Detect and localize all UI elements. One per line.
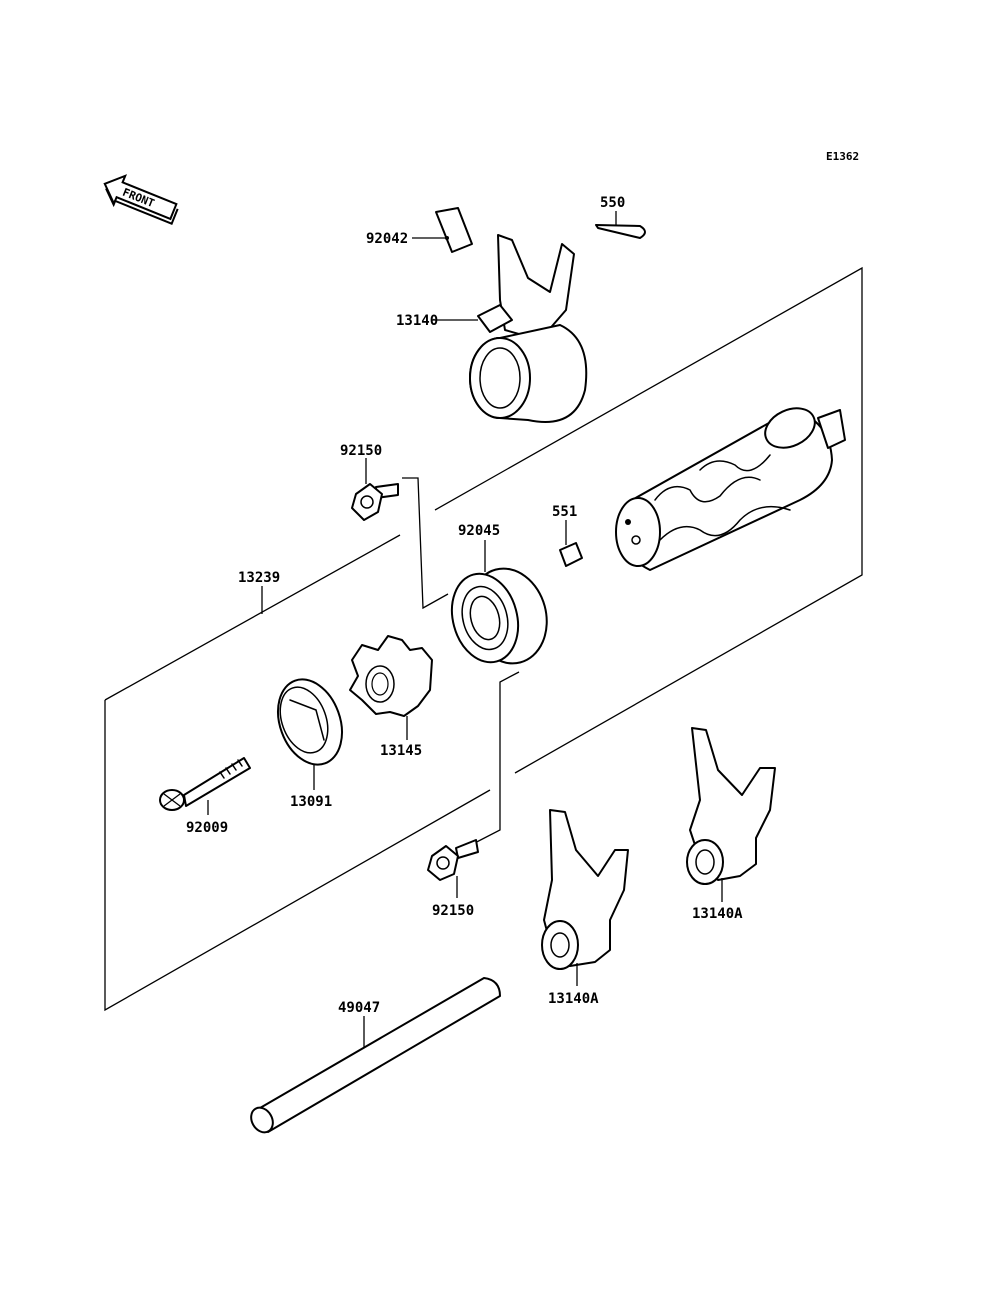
label-13239: 13239	[238, 570, 280, 586]
part-13140-shift-fork: 13140	[396, 234, 588, 423]
part-13145-cam: 13145	[349, 635, 433, 759]
front-arrow-icon: FRONT	[103, 174, 179, 226]
label-551: 551	[552, 504, 577, 520]
part-49047-shaft: 49047	[250, 977, 501, 1134]
label-13091: 13091	[290, 794, 332, 810]
label-92150-bottom: 92150	[432, 903, 474, 919]
assembly-lines	[104, 266, 863, 1012]
diagram-code: E1362	[826, 150, 859, 163]
label-92045: 92045	[458, 523, 500, 539]
label-49047: 49047	[338, 1000, 380, 1016]
part-shift-drum	[615, 407, 846, 571]
label-92042: 92042	[366, 231, 408, 247]
label-13140A-left: 13140A	[548, 991, 599, 1007]
label-13140: 13140	[396, 313, 438, 329]
part-13140A-shift-fork-left: 13140A	[541, 809, 629, 1007]
label-550: 550	[600, 195, 625, 211]
label-92150-top: 92150	[340, 443, 382, 459]
part-92042-pin: 92042	[366, 207, 473, 253]
part-92009-screw: 92009	[159, 757, 251, 836]
part-13239-drum-assembly: 13239	[238, 570, 280, 614]
part-92150-bolt-bottom: 92150	[427, 839, 479, 919]
part-13140A-shift-fork-right: 13140A	[686, 727, 776, 922]
part-550-cotter-pin: 550	[595, 195, 646, 239]
part-92150-bolt-top: 92150	[340, 443, 399, 521]
part-551-dowel-pin: 551	[552, 504, 583, 567]
label-13145: 13145	[380, 743, 422, 759]
part-13091-plate: 13091	[277, 678, 343, 810]
label-13140A-right: 13140A	[692, 906, 743, 922]
part-92045-bearing: 92045	[450, 523, 548, 665]
label-92009: 92009	[186, 820, 228, 836]
